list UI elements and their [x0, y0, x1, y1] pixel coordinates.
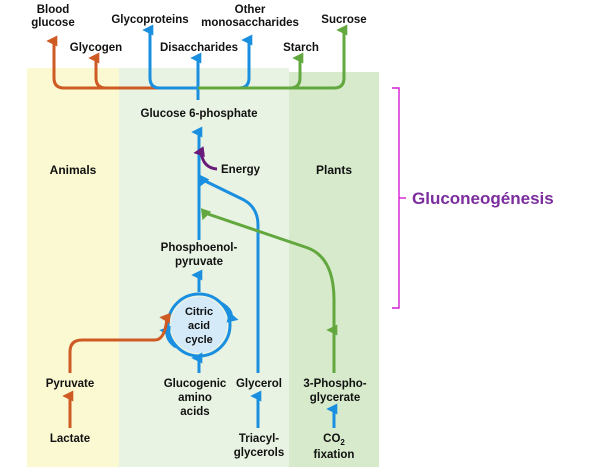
label-cycle-3: cycle — [185, 334, 213, 346]
co2-main: CO — [323, 433, 340, 445]
arrow-to-glycoproteins — [142, 24, 198, 90]
label-gluconeogenesis: Gluconeogénesis — [412, 189, 554, 208]
label-phosphoglycerate-1: 3-Phospho- — [303, 378, 366, 390]
label-other-1: Other — [235, 4, 266, 16]
citric-acid-cycle-fill — [171, 297, 227, 353]
arrow-energy — [193, 146, 218, 171]
arrow-to-sucrose — [198, 24, 348, 90]
animals-label: Animals — [50, 163, 97, 177]
label-triacyl-2: glycerols — [234, 447, 285, 459]
arrow-pyruvate-to-cycle — [68, 312, 171, 373]
label-other-2: monosaccharides — [201, 17, 299, 29]
gluconeogenesis-bracket — [392, 87, 400, 309]
label-pep-2: pyruvate — [175, 256, 223, 268]
co2-subscript: 2 — [340, 438, 345, 447]
label-cycle-2: acid — [188, 320, 210, 332]
label-pep-1: Phosphoenol- — [161, 242, 238, 254]
label-co2: CO2 — [323, 433, 345, 447]
label-blood-glucose-2: glucose — [31, 17, 74, 29]
label-starch: Starch — [283, 42, 319, 54]
label-lactate: Lactate — [50, 433, 90, 445]
arrow-phosphoglycerate-branch — [200, 208, 336, 373]
arrow-to-blood-glucose — [46, 35, 198, 90]
label-glycoproteins: Glycoproteins — [111, 14, 188, 26]
plants-panel — [289, 72, 379, 467]
plants-label: Plants — [316, 163, 352, 177]
animals-panel — [27, 68, 119, 467]
label-sucrose: Sucrose — [321, 14, 366, 26]
label-energy: Energy — [221, 164, 261, 176]
arrow-glycerol-branch — [199, 174, 260, 373]
label-triacyl-1: Triacyl- — [239, 433, 279, 445]
label-blood-glucose-1: Blood — [37, 4, 70, 16]
label-disaccharides: Disaccharides — [160, 42, 238, 54]
label-glucose-6-phosphate: Glucose 6-phosphate — [141, 108, 258, 120]
label-glucogenic-3: acids — [180, 406, 209, 418]
label-glycerol: Glycerol — [236, 378, 282, 390]
arrow-to-glycogen — [88, 52, 198, 90]
label-fixation: fixation — [314, 449, 355, 461]
label-cycle-1: Citric — [185, 306, 213, 318]
label-glucogenic-1: Glucogenic — [164, 378, 227, 390]
cycle-arrow-right — [220, 301, 239, 323]
label-glycogen: Glycogen — [70, 42, 122, 54]
label-glucogenic-2: amino — [178, 392, 212, 404]
cycle-arrow-left — [159, 325, 177, 349]
label-pyruvate: Pyruvate — [46, 378, 95, 390]
label-phosphoglycerate-2: glycerate — [310, 392, 361, 404]
